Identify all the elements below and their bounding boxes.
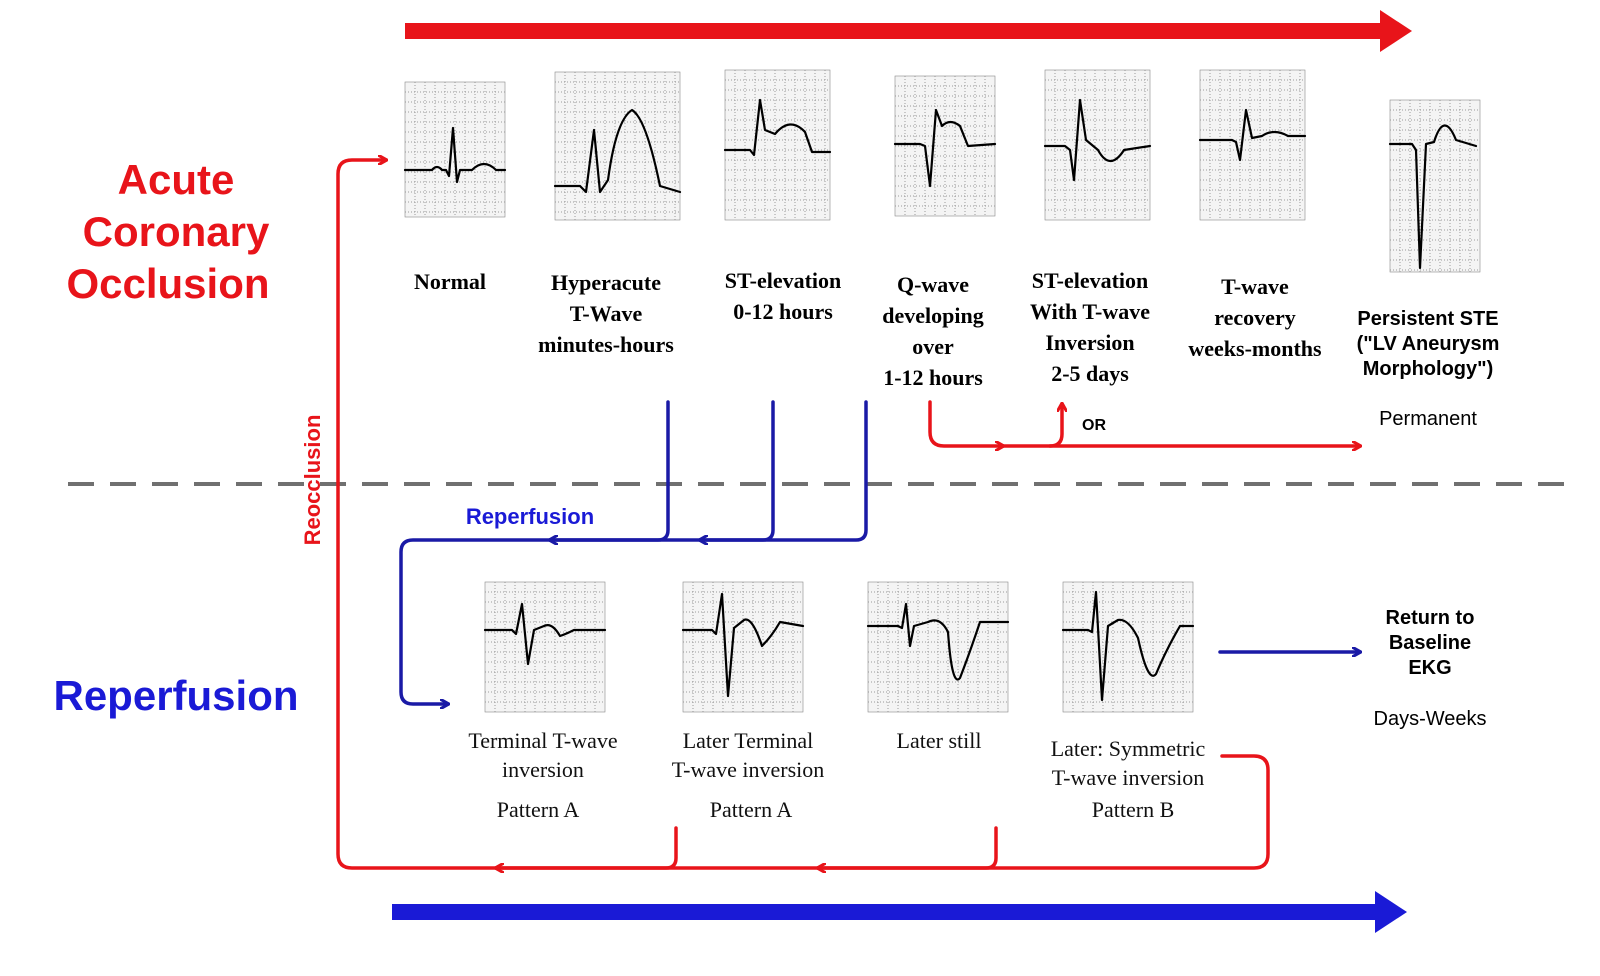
stage-label-line: ST-elevation: [725, 268, 842, 293]
ekg-t-wave-recovery: [1198, 69, 1307, 221]
later-still-label: Later still: [897, 728, 982, 753]
stage-label-line: Later still: [897, 728, 982, 753]
stage-label-line: recovery: [1214, 305, 1295, 330]
stage-label-line: 0-12 hours: [733, 299, 833, 324]
reperfusion-ekg-strips: [483, 581, 1195, 713]
reperfusion-connector-label: Reperfusion: [466, 504, 594, 529]
ekg-hyperacute: [553, 71, 682, 221]
baseline-line: Return to: [1386, 607, 1475, 629]
stage-label-line: Inversion: [1045, 330, 1134, 355]
occlusion-title-line1: Acute: [118, 156, 235, 203]
pattern-label: Pattern B: [1092, 797, 1175, 822]
ekg-ste-t-inversion: [1043, 69, 1152, 221]
occlusion-ekg-strips: [403, 69, 1481, 273]
stage-label-line: ST-elevation: [1032, 268, 1149, 293]
stage-label-line: Later Terminal: [683, 728, 814, 753]
q-wave-branch-arrows: [928, 400, 1360, 446]
stage-label-line: Q-wave: [897, 272, 969, 297]
stage-label-line: Later: Symmetric: [1051, 736, 1206, 761]
stage-label-line: With T-wave: [1030, 299, 1150, 324]
stage-label-line: Persistent STE: [1357, 308, 1498, 330]
pattern-label: Pattern A: [710, 797, 793, 822]
ekg-normal: [403, 81, 507, 218]
stage-label-line: Morphology"): [1363, 358, 1494, 380]
stage-t-wave-recovery-label: T-wave recovery weeks-months: [1188, 274, 1322, 361]
pattern-label: Pattern A: [497, 797, 580, 822]
stage-st-elevation-label: ST-elevation 0-12 hours: [725, 268, 842, 324]
stage-label-line: weeks-months: [1188, 336, 1322, 361]
occlusion-timeline-arrow: [405, 10, 1412, 52]
stage-label-line: T-Wave: [570, 301, 643, 326]
occlusion-section-title: Acute Coronary Occlusion: [66, 156, 270, 307]
stage-ste-t-inversion-label: ST-elevation With T-wave Inversion 2-5 d…: [1030, 268, 1150, 386]
occlusion-stage-labels: Normal Hyperacute T-Wave minutes-hours S…: [414, 268, 1322, 390]
baseline-line: Baseline: [1389, 632, 1471, 654]
stage-label-line: inversion: [502, 757, 584, 782]
stage-label-line: Hyperacute: [551, 270, 661, 295]
stage-q-wave-label: Q-wave developing over 1-12 hours: [882, 272, 983, 390]
stage-label-line: ("LV Aneurysm: [1357, 333, 1500, 355]
reocclusion-label: Reocclusion: [300, 415, 325, 546]
baseline-duration: Days-Weeks: [1374, 708, 1487, 730]
reperfusion-section-title: Reperfusion: [53, 672, 298, 719]
stage-label-line: developing: [882, 303, 983, 328]
permanent-note: Permanent: [1379, 408, 1477, 430]
return-baseline-label: Return to Baseline EKG Days-Weeks: [1374, 607, 1487, 730]
ekg-terminal-t-inversion: [483, 581, 607, 713]
symmetric-t-inversion-label: Later: Symmetric T-wave inversion Patter…: [1051, 736, 1206, 822]
terminal-t-inversion-label: Terminal T-wave inversion Pattern A: [468, 728, 617, 822]
stage-label-line: T-wave inversion: [672, 757, 825, 782]
stage-label-line: Terminal T-wave: [468, 728, 617, 753]
occlusion-title-line2: Coronary: [83, 208, 270, 255]
stage-label-line: 2-5 days: [1051, 361, 1129, 386]
later-terminal-t-inversion-label: Later Terminal T-wave inversion Pattern …: [672, 728, 825, 822]
stage-label-line: minutes-hours: [538, 332, 674, 357]
occlusion-title-line3: Occlusion: [66, 260, 269, 307]
ekg-symmetric-t-inversion: [1061, 581, 1195, 713]
stage-label-line: Normal: [414, 269, 486, 294]
reperfusion-stage-labels: Terminal T-wave inversion Pattern A Late…: [468, 728, 1205, 822]
reperfusion-connector-arrows: [399, 400, 1360, 704]
stage-label-line: over: [912, 334, 954, 359]
ekg-later-terminal-t-inversion: [681, 581, 805, 713]
stage-hyperacute-label: Hyperacute T-Wave minutes-hours: [538, 270, 674, 357]
reperfusion-timeline-arrow: [392, 891, 1407, 933]
ekg-persistent-ste: [1388, 99, 1481, 273]
reocclusion-loop-arrows: [336, 160, 1270, 868]
ekg-later-still: [866, 581, 1010, 713]
ekg-q-wave: [893, 75, 997, 217]
baseline-line: EKG: [1408, 657, 1451, 679]
or-label: OR: [1082, 417, 1106, 434]
stage-label-line: T-wave inversion: [1052, 765, 1205, 790]
stage-label-line: 1-12 hours: [883, 365, 983, 390]
stage-persistent-ste-label: Persistent STE ("LV Aneurysm Morphology"…: [1357, 308, 1500, 380]
stage-normal-label: Normal: [414, 269, 486, 294]
ekg-st-elevation: [723, 69, 832, 221]
stage-label-line: T-wave: [1221, 274, 1289, 299]
